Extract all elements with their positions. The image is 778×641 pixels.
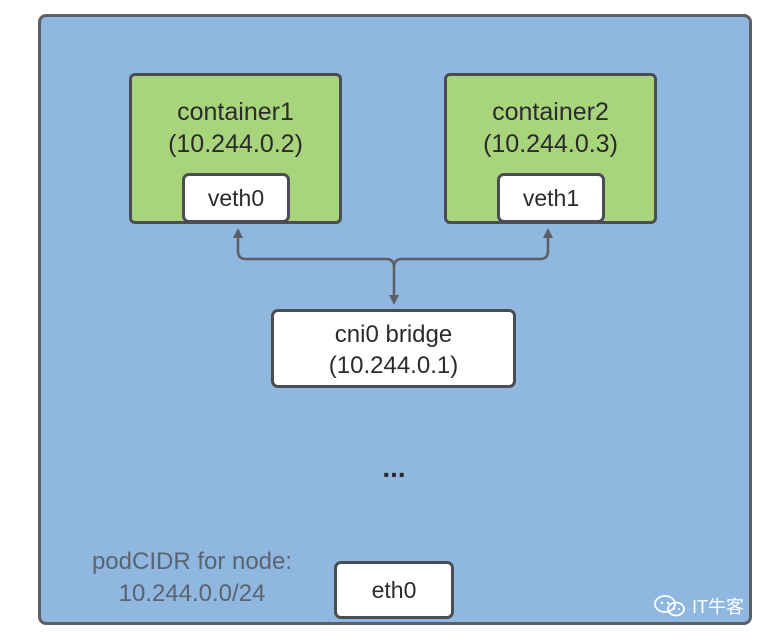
bridge-ip: (10.244.0.1) [328,352,459,379]
container2-ip: (10.244.0.3) [483,130,618,158]
veth0-interface: veth0 [182,173,290,223]
ellipsis: ... [382,452,406,483]
cni0-bridge-box: cni0 bridge (10.244.0.1) [271,309,516,388]
veth1-interface: veth1 [497,173,605,223]
link-veth1 [392,228,553,268]
watermark: IT牛客 [652,593,744,619]
container2-name: container2 [492,98,609,126]
bridge-name: cni0 bridge [334,321,453,348]
podcidr-line1: podCIDR for node: [91,548,293,575]
container2-box: container2 (10.244.0.3) [444,73,657,224]
container1-ip: (10.244.0.2) [168,130,303,158]
eth0-interface: eth0 [334,561,454,619]
podcidr-line2: 10.244.0.0/24 [118,580,266,607]
wechat-icon [654,595,685,617]
link-veth0 [233,228,396,268]
container1-name: container1 [177,98,294,126]
podcidr-label: podCIDR for node: 10.244.0.0/24 [64,546,320,610]
watermark-text: IT牛客 [692,597,744,617]
